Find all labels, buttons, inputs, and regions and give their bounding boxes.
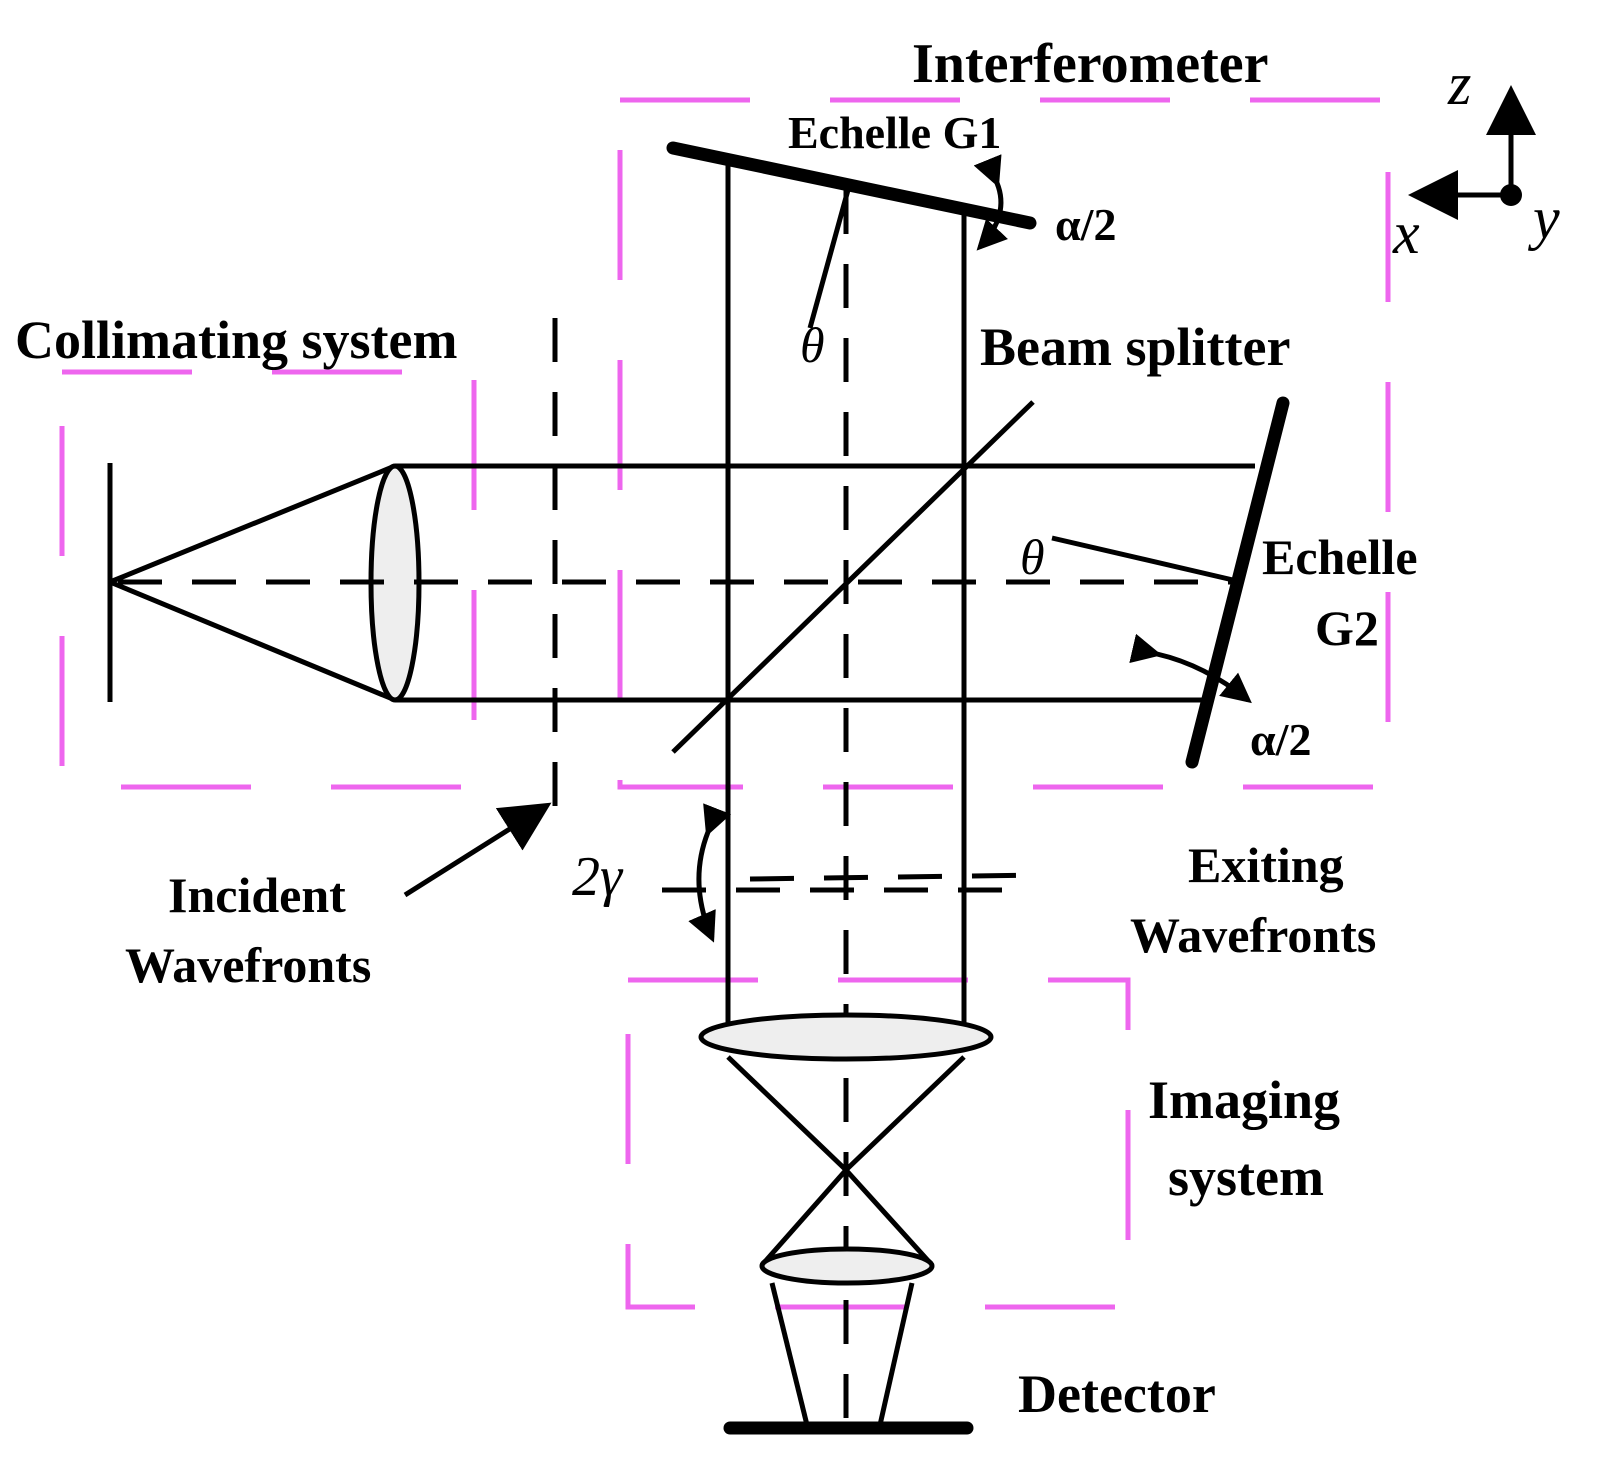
g2-tilt-arrow bbox=[1129, 633, 1252, 704]
label-incident-1: Incident bbox=[168, 867, 346, 923]
label-exiting-1: Exiting bbox=[1188, 837, 1344, 893]
beam-splitter bbox=[671, 400, 1035, 754]
label-detector: Detector bbox=[1018, 1364, 1216, 1424]
detector-ray-right bbox=[877, 1282, 915, 1426]
echelle-g1 bbox=[666, 141, 1037, 230]
detector-ray-left bbox=[769, 1282, 810, 1426]
imaging-lens-2 bbox=[759, 1246, 935, 1286]
imaging-ray-2 bbox=[844, 1055, 966, 1172]
label-collimating-system: Collimating system bbox=[15, 310, 457, 370]
label-axis-x: x bbox=[1392, 200, 1420, 266]
label-imaging-2: system bbox=[1168, 1147, 1324, 1207]
g1-normal bbox=[807, 189, 851, 329]
interferometer-box bbox=[617, 97, 1391, 790]
cone-upper-ray bbox=[109, 463, 396, 585]
g1-tilt-arrow bbox=[973, 154, 1009, 251]
label-echelle-g1: Echelle G1 bbox=[788, 107, 1001, 158]
cone-lower-ray bbox=[109, 579, 396, 703]
label-echelle-g2-2: G2 bbox=[1315, 600, 1379, 656]
imaging-system-box bbox=[625, 977, 1131, 1310]
exiting-wavefront-1 bbox=[749, 872, 1041, 882]
g2-normal bbox=[1051, 535, 1234, 583]
label-imaging-1: Imaging bbox=[1148, 1070, 1340, 1130]
incident-pointer-arrow bbox=[403, 802, 552, 898]
imaging-ray-1 bbox=[726, 1055, 848, 1172]
label-echelle-g2-1: Echelle bbox=[1262, 529, 1418, 585]
label-axis-y: y bbox=[1527, 185, 1560, 251]
label-alpha-top: α/2 bbox=[1055, 199, 1116, 250]
label-incident-2: Wavefronts bbox=[125, 937, 371, 993]
label-interferometer: Interferometer bbox=[912, 33, 1269, 95]
label-exiting-2: Wavefronts bbox=[1130, 907, 1376, 963]
label-alpha-right: α/2 bbox=[1250, 714, 1311, 765]
label-theta-top: θ bbox=[800, 317, 825, 373]
imaging-ray-4 bbox=[844, 1168, 934, 1267]
imaging-lens-1 bbox=[698, 1012, 994, 1062]
label-theta-right: θ bbox=[1020, 529, 1045, 585]
label-beam-splitter: Beam splitter bbox=[980, 317, 1290, 377]
imaging-ray-3 bbox=[760, 1168, 848, 1267]
two-gamma-arrow bbox=[688, 803, 732, 943]
label-axis-z: z bbox=[1447, 51, 1471, 117]
label-two-gamma: 2γ bbox=[572, 846, 624, 908]
